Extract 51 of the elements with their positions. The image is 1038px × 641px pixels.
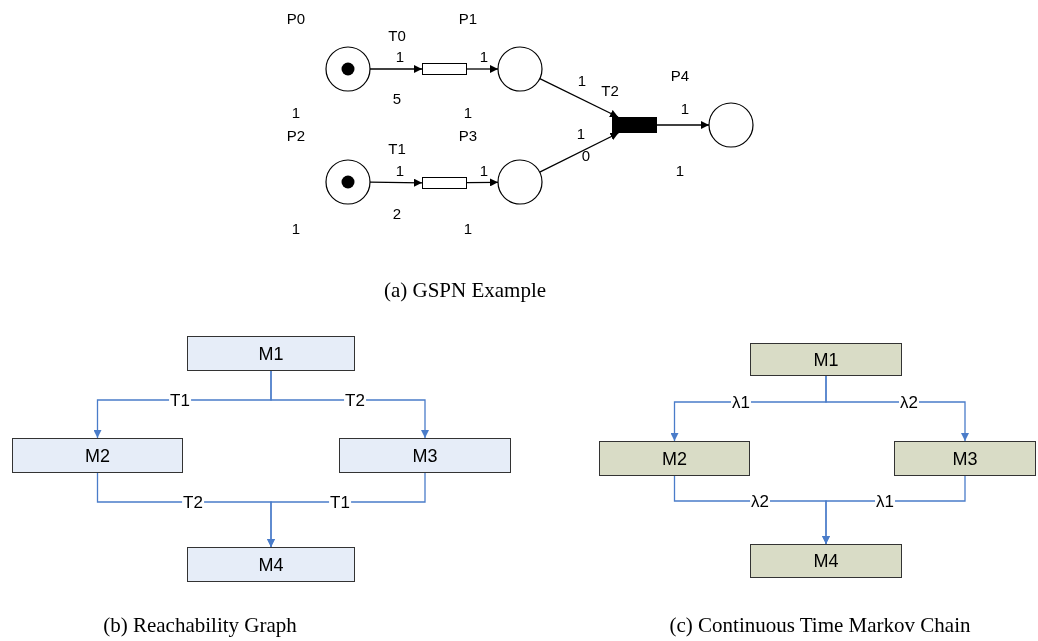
arc-weight: 1 <box>395 48 405 64</box>
priority-value: 0 <box>581 147 591 163</box>
figure-caption: (a) GSPN Example <box>383 279 547 301</box>
state-label: M4 <box>813 552 839 570</box>
edge-label: λ2 <box>750 492 770 510</box>
place-capacity: 1 <box>463 104 473 120</box>
transition-label: T1 <box>388 140 406 156</box>
edge-label: λ1 <box>731 393 751 411</box>
figure-caption: (b) Reachability Graph <box>103 614 297 636</box>
arrow <box>656 121 710 129</box>
place-label: P3 <box>458 127 478 143</box>
transition-label: T2 <box>601 82 619 98</box>
figure-caption: (c) Continuous Time Markov Chain <box>669 614 971 636</box>
edge-label: T1 <box>169 391 191 409</box>
place-label: P0 <box>286 10 306 26</box>
place-capacity: 1 <box>291 220 301 236</box>
arc-weight: 1 <box>479 162 489 178</box>
edge-label: T2 <box>344 391 366 409</box>
edge-label: λ1 <box>875 492 895 510</box>
arc-weight: 1 <box>680 100 690 116</box>
state-label: M3 <box>412 446 438 465</box>
edge-label: T1 <box>329 493 351 511</box>
place-label: P2 <box>286 127 306 143</box>
state-label: M4 <box>258 555 284 574</box>
state-label: M2 <box>662 449 687 468</box>
place-label: P1 <box>458 10 478 26</box>
place-capacity: 1 <box>291 104 301 120</box>
arrow <box>539 132 620 173</box>
arrow <box>825 375 969 442</box>
arrow <box>270 370 429 439</box>
rate-value: 2 <box>392 205 402 221</box>
edge-label: T2 <box>182 493 204 511</box>
state-label: M1 <box>258 344 284 363</box>
arc-weight: 1 <box>577 72 587 88</box>
arc-weight: 1 <box>576 125 586 141</box>
state-label: M3 <box>952 449 978 468</box>
place-capacity: 1 <box>463 220 473 236</box>
state-label: M2 <box>85 446 110 465</box>
arc-weight: 1 <box>395 162 405 178</box>
state-label: M1 <box>813 350 839 369</box>
place-capacity: 1 <box>675 162 685 178</box>
arrow <box>466 178 499 187</box>
arrow <box>466 65 499 73</box>
edge-label: λ2 <box>899 393 919 411</box>
arrow <box>539 78 619 118</box>
arc-weight: 1 <box>479 48 489 64</box>
rate-value: 5 <box>392 90 402 106</box>
transition-label: T0 <box>388 27 406 43</box>
place-label: P4 <box>670 67 690 83</box>
arrow <box>267 472 426 548</box>
arrow <box>822 475 966 545</box>
